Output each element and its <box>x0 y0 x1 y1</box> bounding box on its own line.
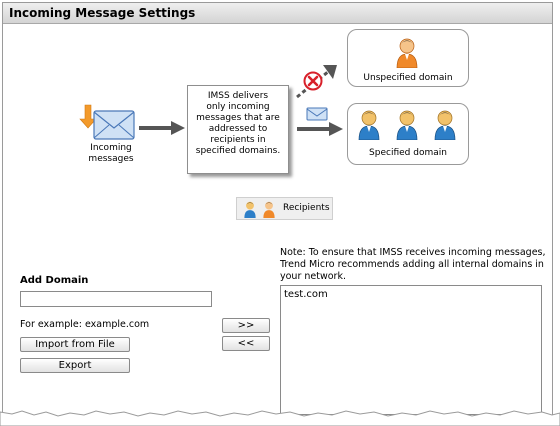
recipient-orange-icon <box>263 201 275 218</box>
torn-edge-decoration <box>0 410 560 426</box>
domain-list[interactable]: test.com <box>280 285 542 415</box>
panel-title: Incoming Message Settings <box>9 6 196 20</box>
incoming-message-settings-panel: Incoming Message Settings Incoming messa… <box>2 2 553 425</box>
unspecified-domain-label: Unspecified domain <box>363 73 453 83</box>
add-domain-label: Add Domain <box>20 275 89 286</box>
process-line-4: addressed to <box>208 124 268 134</box>
process-line-5: recipients in <box>210 135 266 145</box>
specified-recipient-icon <box>434 110 456 140</box>
process-line-1: IMSS delivers <box>207 91 269 101</box>
note-text: Note: To ensure that IMSS receives incom… <box>280 247 546 282</box>
recipient-blue-icon <box>244 201 256 218</box>
specified-domain-box: Specified domain <box>347 103 469 165</box>
specified-domain-label: Specified domain <box>369 148 447 158</box>
incoming-messages-label: Incoming messages <box>81 143 141 165</box>
incoming-label-line-2: messages <box>88 154 134 164</box>
incoming-label-line-1: Incoming <box>90 143 132 153</box>
recipients-legend: Recipients <box>236 197 333 220</box>
specified-recipient-icon <box>396 110 418 140</box>
import-from-file-button[interactable]: Import from File <box>20 337 130 352</box>
unspecified-recipient-icon <box>396 38 418 68</box>
imss-process-box: IMSS delivers only incoming messages tha… <box>187 85 289 174</box>
domain-input[interactable] <box>20 291 212 307</box>
process-line-6: specified domains. <box>195 146 281 156</box>
unspecified-domain-box: Unspecified domain <box>347 29 469 87</box>
domain-list-item[interactable]: test.com <box>284 289 328 300</box>
process-description: IMSS delivers only incoming messages tha… <box>188 91 288 157</box>
specified-recipient-icon <box>358 110 380 140</box>
blocked-arrow-icon <box>296 65 337 99</box>
remove-domain-button[interactable]: << <box>222 336 270 351</box>
flow-arrow-icon <box>139 121 185 135</box>
export-button[interactable]: Export <box>20 358 130 373</box>
add-domain-button[interactable]: >> <box>222 318 270 333</box>
delivery-arrow-icon <box>297 122 343 136</box>
panel-header: Incoming Message Settings <box>3 3 552 24</box>
process-line-3: messages that are <box>196 113 280 123</box>
incoming-envelope-icon <box>79 104 135 140</box>
process-line-2: only incoming <box>206 102 270 112</box>
message-envelope-icon <box>306 107 328 121</box>
blocked-x-icon <box>303 71 323 91</box>
example-hint: For example: example.com <box>20 319 150 330</box>
legend-label: Recipients <box>283 203 330 213</box>
